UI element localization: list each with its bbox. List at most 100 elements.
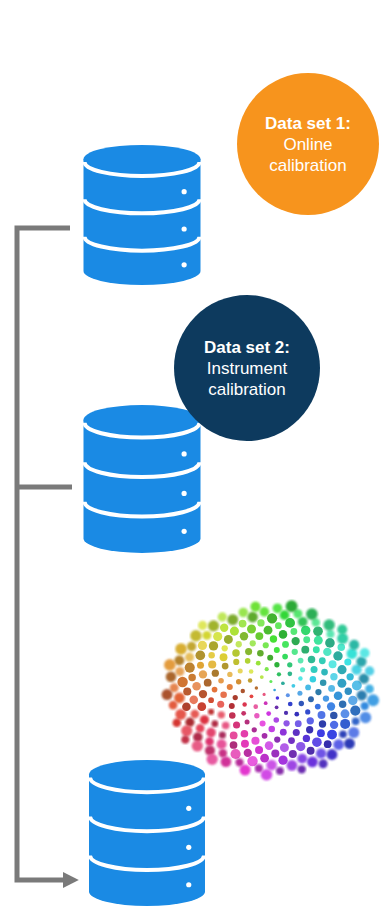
- database-body: [84, 420, 201, 553]
- database-icon: [89, 760, 205, 906]
- color-dot: [291, 684, 295, 688]
- database-icon: [84, 145, 201, 285]
- color-dot: [247, 612, 258, 623]
- color-dot: [333, 739, 344, 750]
- color-dot: [311, 666, 318, 673]
- color-dot: [207, 754, 218, 765]
- color-dot: [233, 659, 239, 665]
- color-dot: [241, 730, 249, 738]
- color-dot: [360, 648, 370, 658]
- color-dot: [175, 667, 184, 676]
- color-dot: [275, 705, 279, 709]
- color-dot: [319, 720, 326, 727]
- color-dot: [306, 726, 313, 733]
- color-dot: [263, 693, 266, 696]
- color-dot: [352, 718, 360, 726]
- color-dot: [253, 704, 258, 709]
- color-dot: [267, 613, 277, 623]
- color-dot: [327, 749, 338, 760]
- color-dot: [240, 765, 251, 776]
- color-dot: [323, 619, 334, 630]
- color-dot: [319, 759, 328, 768]
- color-dot: [208, 709, 214, 715]
- color-dot: [357, 690, 367, 700]
- color-dot: [250, 640, 256, 646]
- color-dot: [260, 607, 270, 617]
- color-dot: [289, 750, 297, 758]
- color-dot: [198, 621, 207, 630]
- color-dot: [287, 662, 292, 667]
- database-dot: [182, 491, 187, 496]
- color-dot: [356, 656, 366, 666]
- color-dot: [280, 743, 289, 752]
- color-dot: [281, 681, 285, 685]
- color-dot: [208, 620, 219, 631]
- color-dot: [222, 645, 228, 651]
- color-dot: [251, 737, 259, 745]
- color-dot: [248, 678, 253, 683]
- color-dot: [260, 675, 264, 679]
- color-dot: [260, 754, 269, 763]
- color-dot: [323, 648, 331, 656]
- color-dot: [267, 655, 273, 661]
- color-dot: [295, 720, 302, 727]
- color-dot: [252, 727, 257, 732]
- color-dot: [231, 749, 241, 759]
- color-dot: [185, 663, 195, 673]
- database-dot: [186, 845, 191, 850]
- color-dot: [255, 764, 263, 772]
- color-dot: [236, 641, 242, 647]
- color-dot: [263, 642, 269, 648]
- color-dot: [349, 640, 359, 650]
- color-dot: [245, 720, 250, 725]
- color-dot: [192, 682, 200, 690]
- color-dot: [307, 717, 314, 724]
- color-dot: [269, 680, 272, 683]
- color-dot: [195, 651, 205, 661]
- color-dot: [241, 711, 246, 716]
- color-dot: [337, 633, 348, 644]
- color-dot: [333, 651, 342, 660]
- database-icon: [84, 405, 201, 553]
- color-dot: [174, 692, 185, 703]
- color-dot: [220, 653, 228, 661]
- color-dot: [316, 748, 326, 758]
- color-dot: [221, 756, 232, 767]
- color-dot: [204, 679, 212, 687]
- database-dot: [182, 226, 187, 231]
- color-dot: [181, 725, 192, 736]
- color-dot: [337, 624, 347, 634]
- color-dot: [306, 608, 318, 620]
- database-body: [89, 775, 205, 906]
- color-dot: [264, 626, 273, 635]
- color-dot: [222, 722, 230, 730]
- color-dot: [230, 741, 238, 749]
- color-dot: [264, 701, 268, 705]
- color-dot: [274, 717, 280, 723]
- color-dot: [330, 712, 337, 719]
- color-dot: [303, 735, 310, 742]
- color-dot: [305, 684, 311, 690]
- color-dot: [224, 635, 233, 644]
- color-dot: [276, 696, 279, 699]
- color-dot: [244, 749, 252, 757]
- color-dot: [286, 600, 298, 612]
- color-dot: [271, 750, 279, 758]
- color-dot: [290, 628, 297, 635]
- color-dot: [288, 702, 293, 707]
- database-dot: [182, 189, 187, 194]
- color-dot: [239, 620, 247, 628]
- database-dot: [182, 529, 187, 534]
- color-dot: [239, 608, 249, 618]
- color-dot: [293, 729, 300, 736]
- color-dot: [294, 712, 299, 717]
- color-dot: [218, 678, 224, 684]
- color-dot: [208, 652, 214, 658]
- database-body: [84, 159, 201, 285]
- color-dot: [274, 647, 280, 653]
- color-dot: [301, 646, 309, 654]
- color-dot: [217, 701, 224, 708]
- color-dot: [279, 630, 288, 639]
- color-dot: [202, 631, 211, 640]
- color-dot: [330, 721, 338, 729]
